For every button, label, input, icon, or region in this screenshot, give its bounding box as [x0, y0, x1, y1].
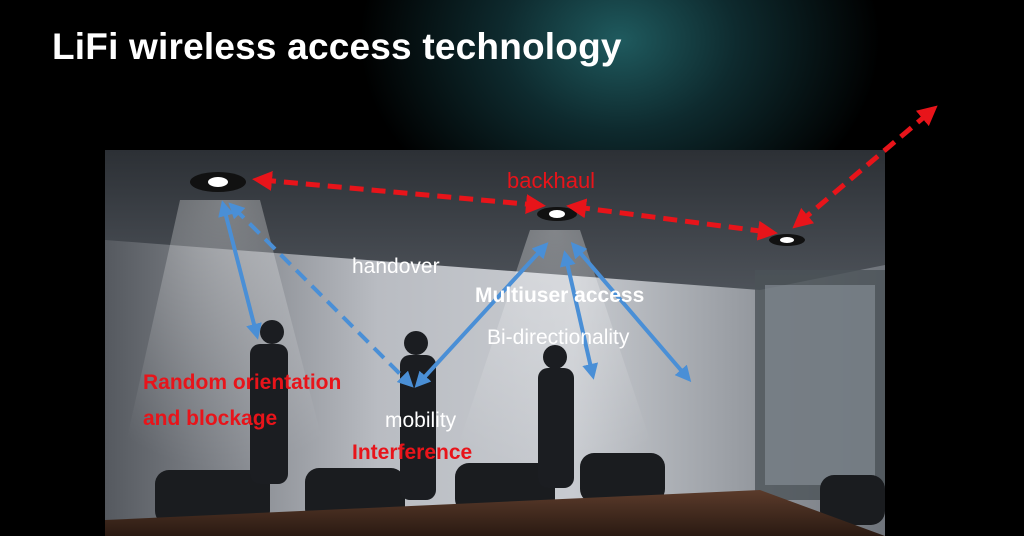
- backhaul-arrow: [792, 105, 938, 229]
- downlink-arrow: [570, 241, 692, 383]
- downlink-arrow: [414, 242, 549, 388]
- label-handover: handover: [352, 255, 440, 278]
- label-backhaul: backhaul: [507, 168, 596, 193]
- label-bidirectionality: Bi-directionality: [487, 326, 630, 349]
- handover-arrow: [228, 202, 414, 388]
- label-interference: Interference: [352, 441, 473, 464]
- slide-title: LiFi wireless access technology: [52, 26, 622, 67]
- led-lamps: [190, 172, 805, 246]
- backhaul-arrow: [566, 198, 778, 241]
- chairs: [155, 453, 885, 525]
- backhaul-arrow: [252, 170, 546, 215]
- label-mobility: mobility: [385, 409, 457, 432]
- label-random-orientation: Random orientation: [143, 371, 342, 394]
- label-multiuser-access: Multiuser access: [475, 284, 645, 307]
- label-blockage: and blockage: [143, 407, 278, 430]
